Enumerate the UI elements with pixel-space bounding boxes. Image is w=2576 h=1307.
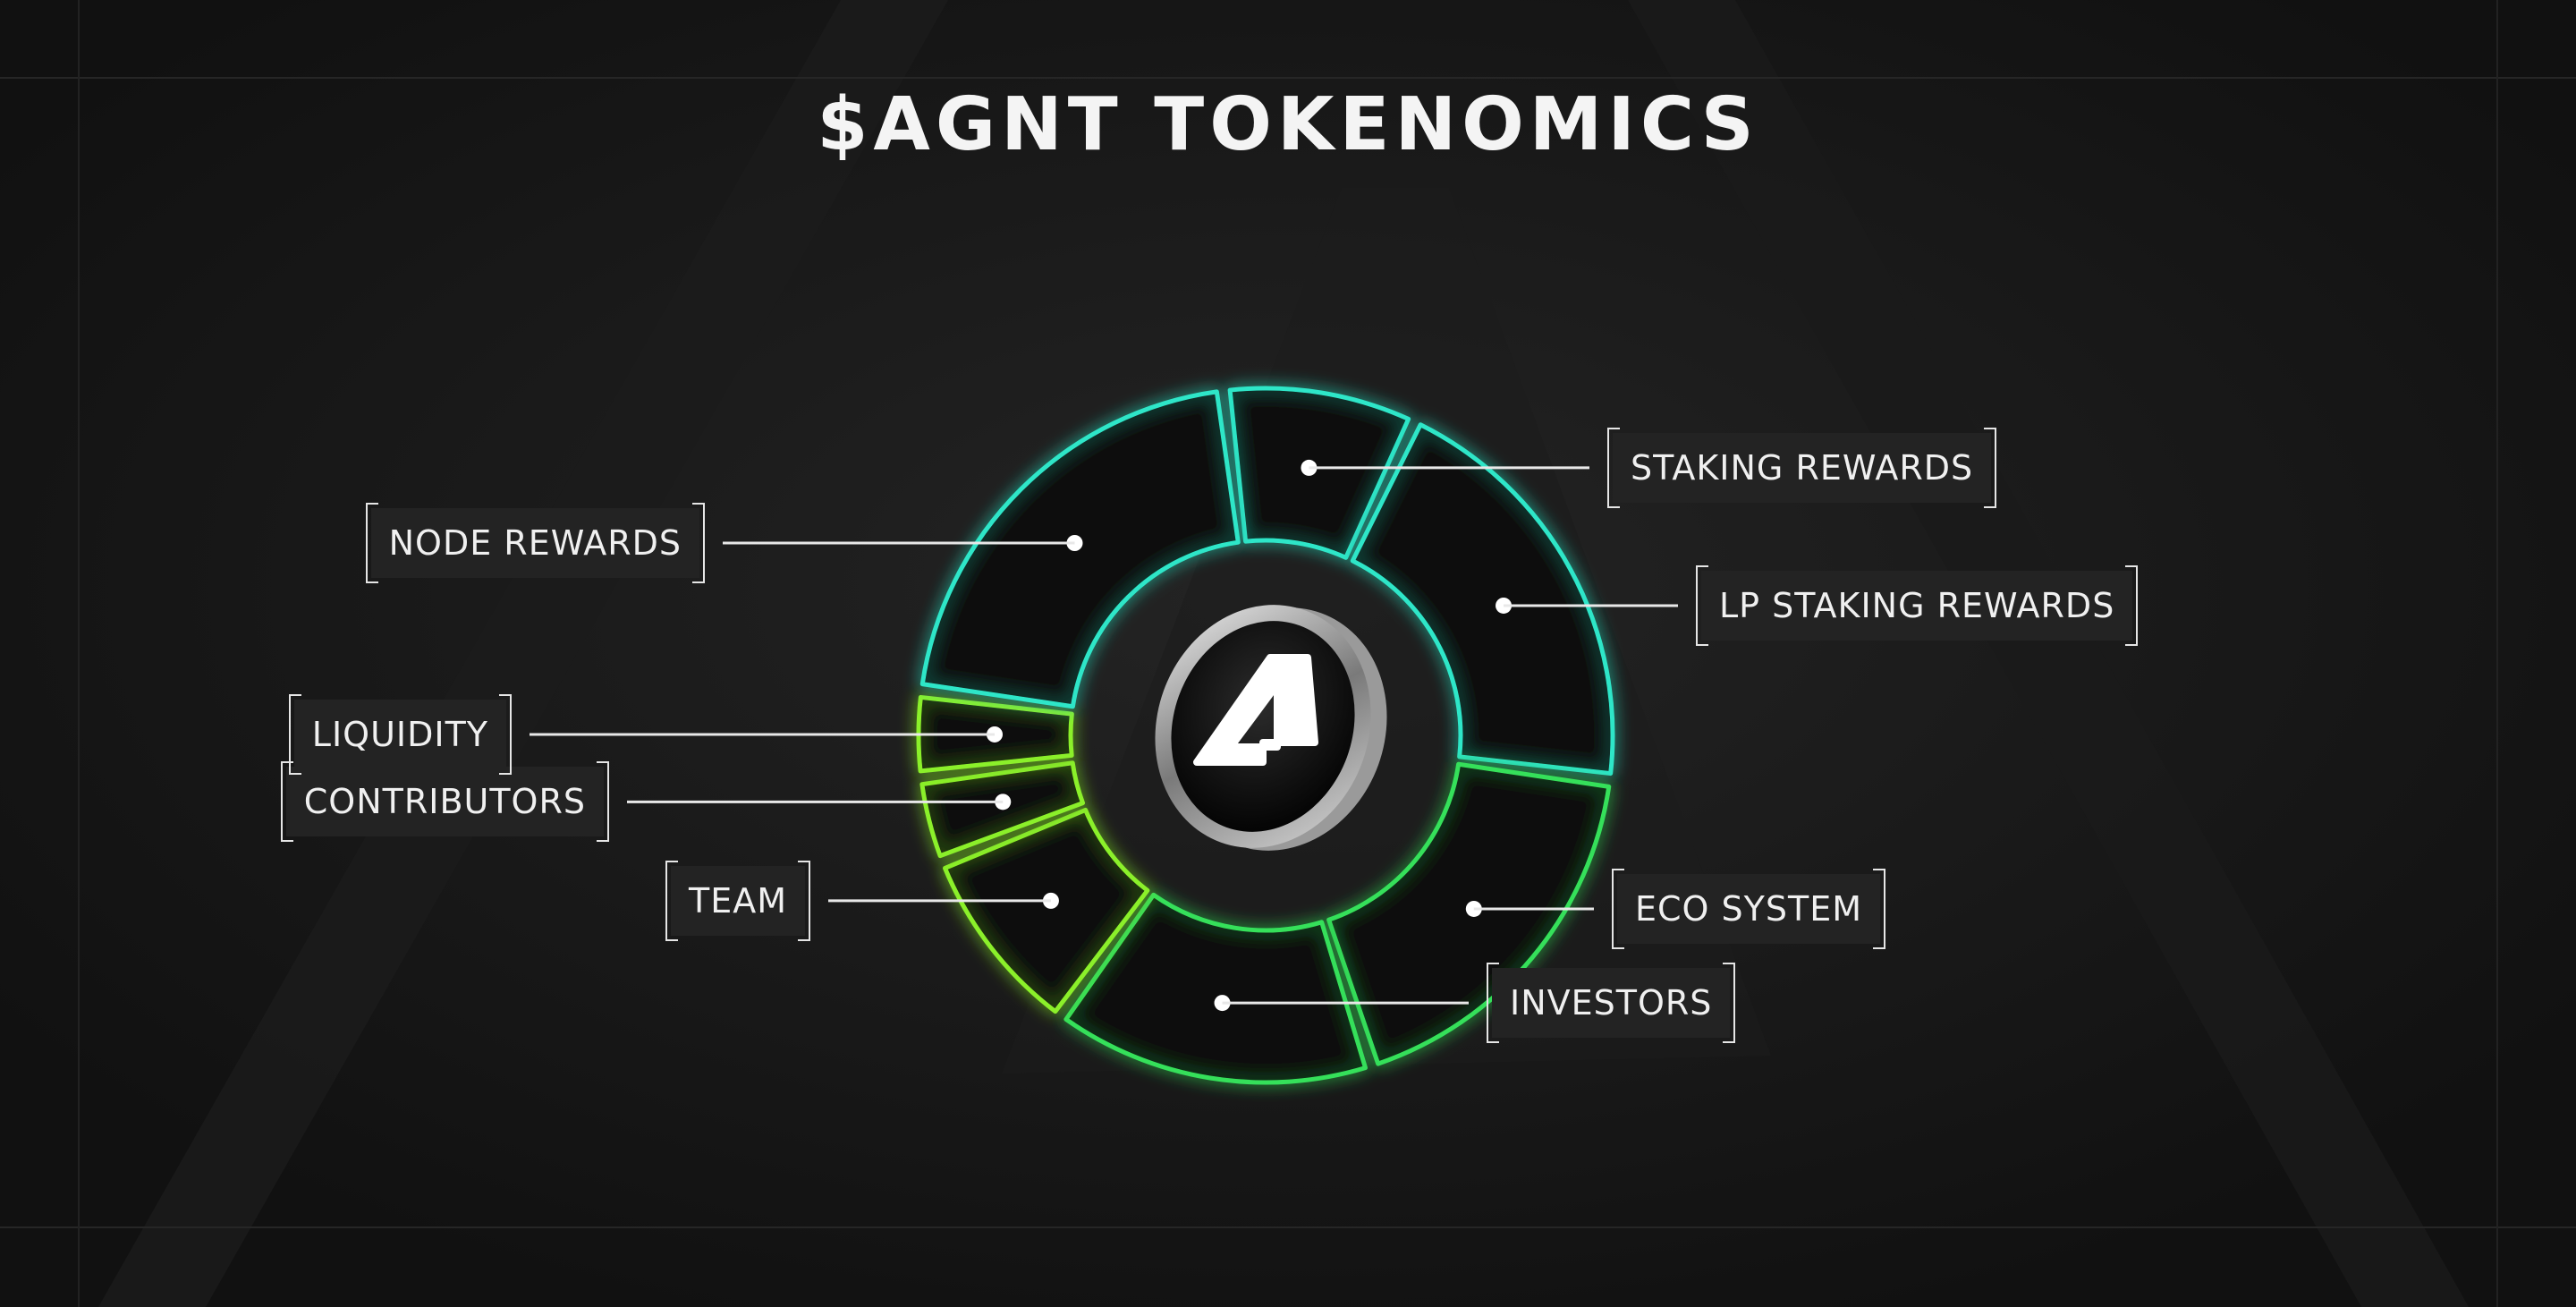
label-contributors: CONTRIBUTORS bbox=[280, 761, 610, 843]
slice-investors bbox=[1063, 892, 1368, 1085]
slice-team bbox=[943, 807, 1150, 1014]
slice-lp-staking-rewards bbox=[1350, 422, 1615, 777]
label-liquidity: LIQUIDITY bbox=[288, 693, 513, 775]
page-title: $AGNT TOKENOMICS bbox=[817, 82, 1759, 167]
label-lp-staking-rewards: LP STAKING REWARDS bbox=[1695, 564, 2139, 646]
slice-node-rewards bbox=[919, 389, 1241, 709]
label-team: TEAM bbox=[665, 860, 811, 941]
agnt-coin-icon bbox=[1155, 605, 1387, 851]
label-staking-rewards: STAKING REWARDS bbox=[1606, 427, 1997, 508]
slice-staking-rewards bbox=[1227, 386, 1411, 560]
label-node-rewards: NODE REWARDS bbox=[365, 503, 706, 583]
label-investors: INVESTORS bbox=[1486, 963, 1736, 1044]
label-eco-system: ECO SYSTEM bbox=[1612, 868, 1885, 949]
